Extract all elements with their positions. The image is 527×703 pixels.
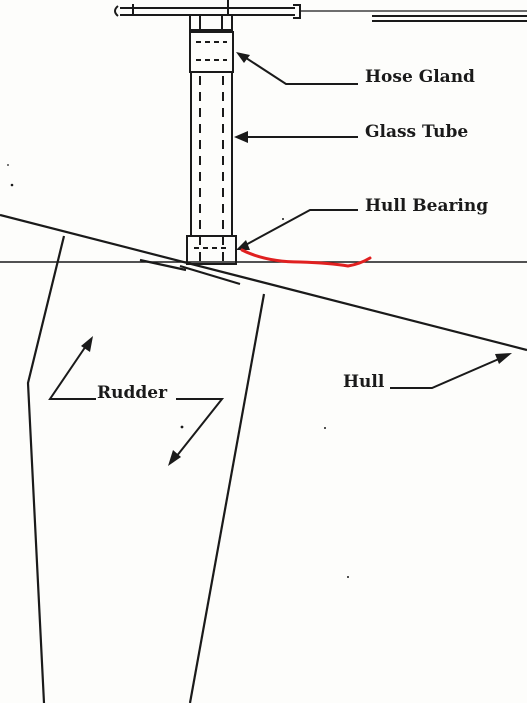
rudder-blade xyxy=(26,235,266,703)
hull-bearing xyxy=(186,235,237,265)
glass-tube-label: Glass Tube xyxy=(365,122,469,142)
arrowhead-rudder-down xyxy=(168,450,181,466)
stock-collar xyxy=(189,14,233,31)
arrowhead-glass xyxy=(234,131,248,143)
arrowhead-hose xyxy=(236,52,250,63)
hose-gland-leader xyxy=(239,53,358,85)
hull-label: Hull xyxy=(343,372,385,392)
arrow-heads xyxy=(81,52,512,466)
red-annotation-mark xyxy=(240,248,372,268)
arrowhead-hull xyxy=(495,353,512,364)
leader-lines xyxy=(48,53,509,463)
scan-specks xyxy=(7,164,349,578)
deck-fitting xyxy=(114,0,527,22)
arrowhead-bearing xyxy=(236,240,250,250)
hose-gland xyxy=(189,31,234,73)
hull-bearing-leader xyxy=(239,209,358,249)
rudder-leader-down xyxy=(171,398,225,463)
hull-leader xyxy=(390,354,509,389)
arrowhead-rudder-up xyxy=(81,336,93,352)
hull-outline xyxy=(0,213,527,352)
rudder-label: Rudder xyxy=(97,383,168,403)
rudder-leader-up xyxy=(48,339,96,400)
hose-gland-label: Hose Gland xyxy=(365,67,475,87)
glass-tube xyxy=(190,72,233,262)
hull-bearing-label: Hull Bearing xyxy=(365,196,489,216)
